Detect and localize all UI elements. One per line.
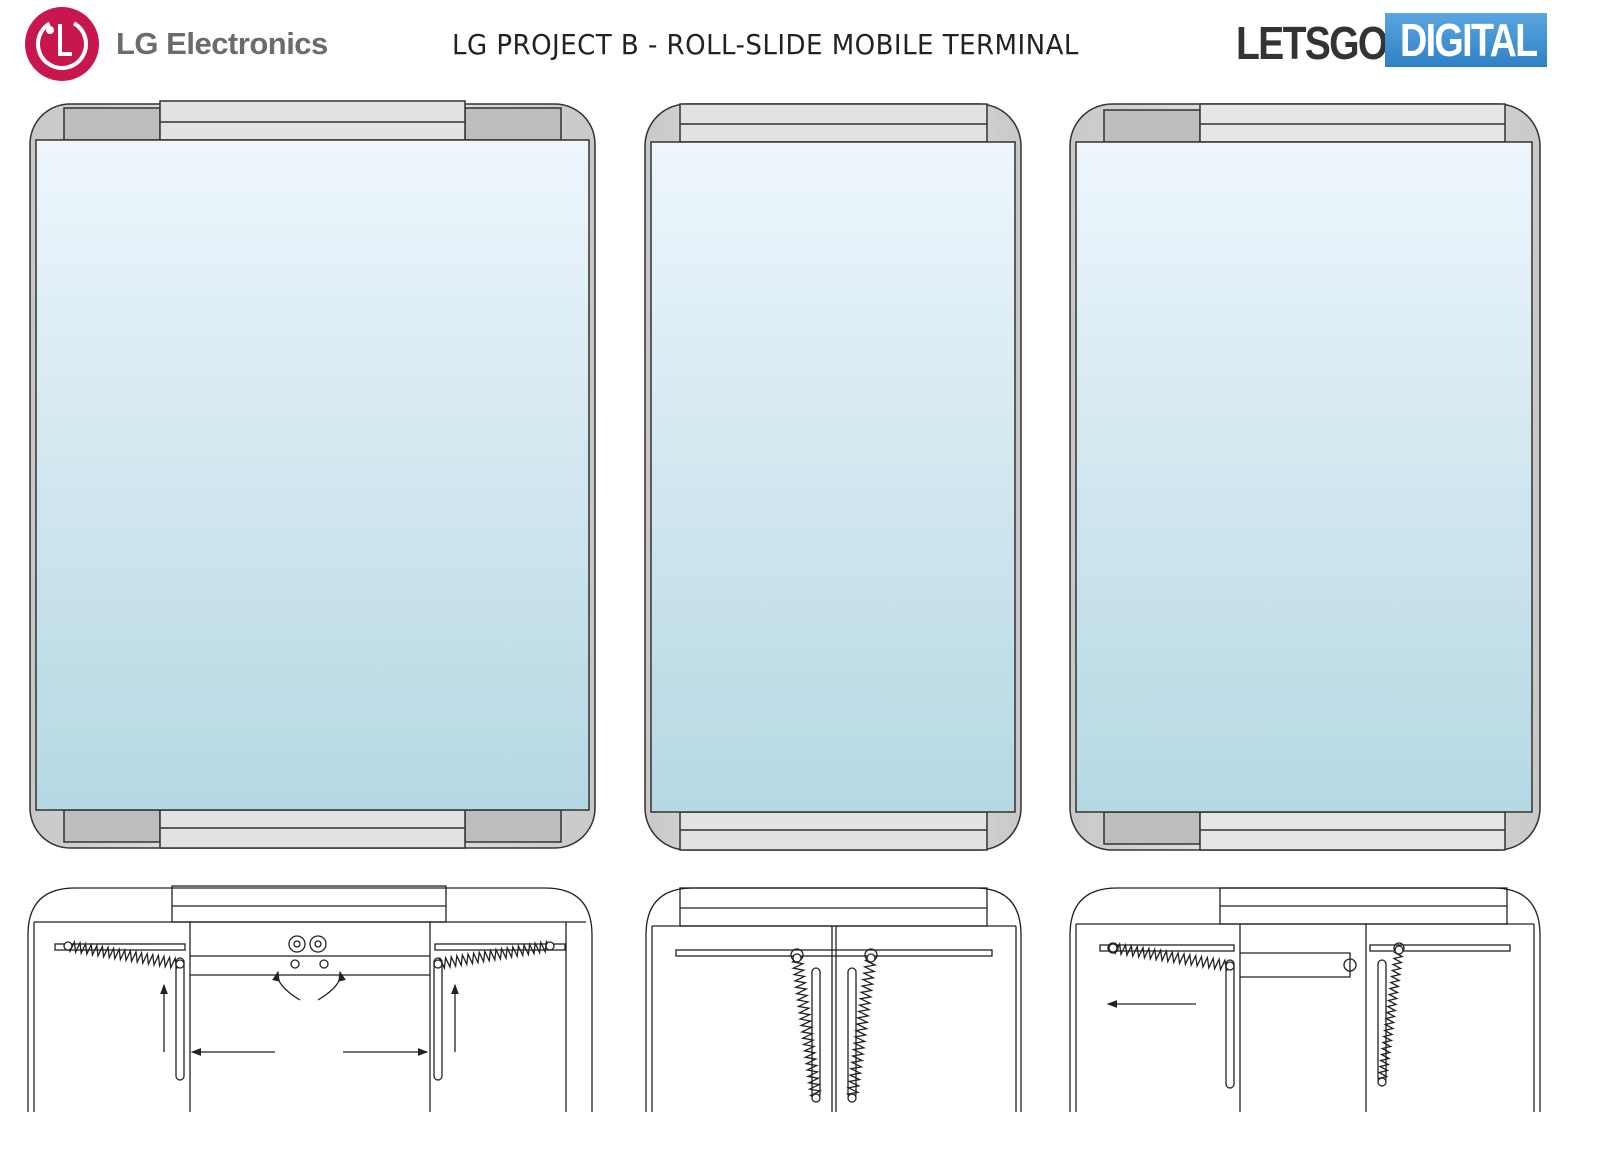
display-screen (650, 141, 1016, 813)
mechanism-closed (645, 887, 1022, 1112)
spring (1377, 949, 1405, 1083)
spring-anchor (1108, 943, 1118, 953)
lg-electronics-wordmark: LG Electronics (116, 26, 328, 61)
digital-logo-badge: DIGITAL (1385, 13, 1547, 67)
spring-anchor (811, 1093, 821, 1103)
spring-anchor (545, 941, 555, 951)
mechanism-expanded-both-sides (27, 885, 593, 1112)
display-screen (35, 139, 590, 811)
page-title: LG PROJECT B - ROLL-SLIDE MOBILE TERMINA… (452, 28, 1079, 61)
phone-closed (644, 103, 1022, 851)
spring-anchor (792, 953, 802, 963)
spring-anchor (866, 953, 876, 963)
spring-anchor (847, 1093, 857, 1103)
mechanism-expanded-one-side (1069, 887, 1541, 1112)
spring (846, 957, 878, 1099)
phone-expanded-both-sides (29, 100, 596, 849)
phone-expanded-one-side (1069, 103, 1541, 851)
lg-logo (25, 7, 99, 81)
spring (1112, 941, 1231, 973)
display-screen (1075, 141, 1533, 813)
letsgo-logo-part: LETSGO (1236, 17, 1388, 69)
spring-anchor (1377, 1077, 1387, 1087)
spring-anchor (175, 959, 185, 969)
spring-anchor (1394, 945, 1404, 955)
spring-anchor (433, 959, 443, 969)
spring-anchor (1225, 961, 1235, 971)
spring (791, 957, 823, 1099)
digital-logo-text: DIGITAL (1399, 14, 1538, 66)
spring-anchor (63, 941, 73, 951)
spring (67, 939, 181, 971)
spring (437, 939, 551, 971)
